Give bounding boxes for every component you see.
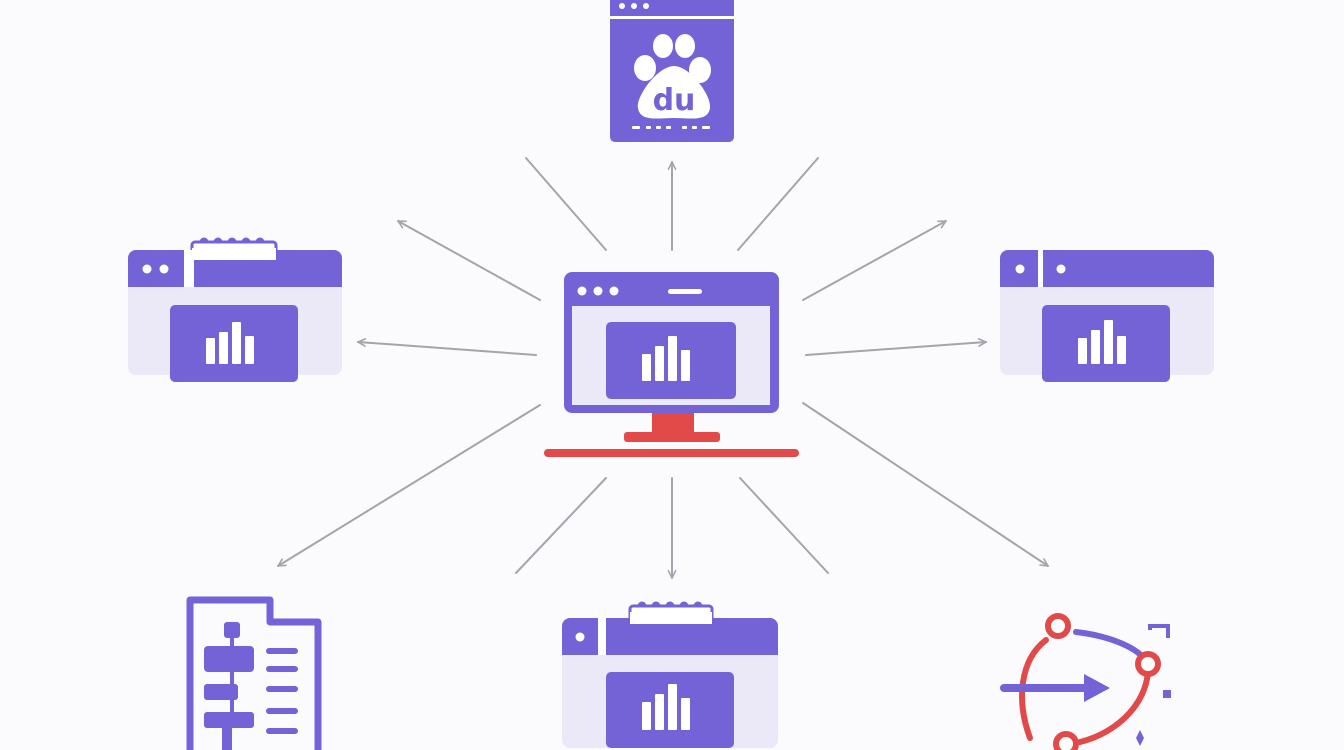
arrow-to-upper-left	[397, 220, 541, 301]
monitor-stand-foot	[624, 432, 720, 442]
baidu-caption-dots	[632, 126, 710, 129]
sitemap-document-icon	[186, 596, 322, 750]
connectors	[277, 157, 1049, 579]
arrow-to-sitemap	[277, 404, 541, 567]
baidu-card: du	[610, 0, 734, 142]
arrow-to-upper-right	[802, 220, 947, 301]
left-browser-window	[128, 237, 342, 382]
bar-chart-icon	[1078, 320, 1126, 364]
bar-chart-icon	[206, 322, 254, 364]
ray-up-right	[737, 157, 819, 251]
baidu-logo-text: du	[653, 83, 696, 118]
bottom-browser-window	[562, 601, 778, 748]
ray-down-right	[739, 477, 829, 574]
bar-chart-icon	[642, 684, 690, 730]
baidu-paw-icon	[634, 34, 711, 119]
arrow-to-funnel	[802, 402, 1049, 567]
right-browser-window	[1000, 250, 1214, 382]
monitor-with-bar-chart-icon	[642, 336, 690, 381]
conversion-arrow-icon	[1000, 613, 1171, 750]
ray-down-left	[515, 477, 607, 574]
central-monitor	[544, 272, 799, 457]
monitor-base-line	[544, 449, 799, 457]
arrow-to-left-browser	[357, 338, 537, 356]
arrow-to-right-browser	[805, 338, 987, 356]
ray-up-left	[525, 157, 607, 251]
